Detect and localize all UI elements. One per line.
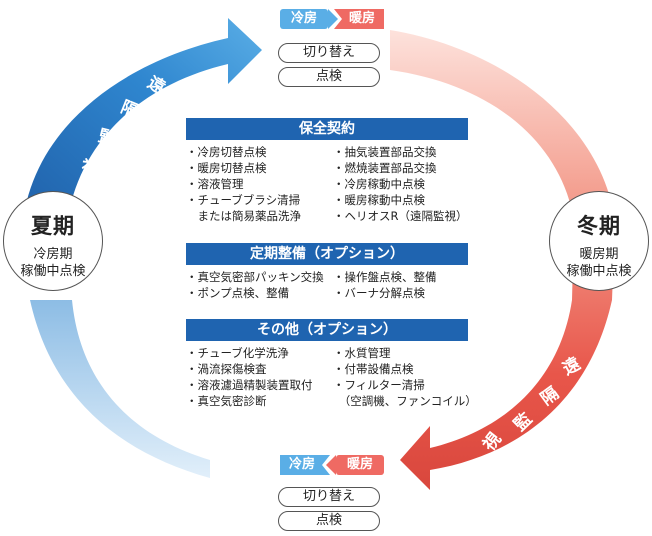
list-item: ・冷房稼動中点検 [333,177,425,191]
list-item: ・溶液管理 [186,177,244,191]
top-inspect-pill: 点検 [278,67,380,87]
list-item: ・燃焼装置部品交換 [333,161,437,175]
right-arc-arrow [390,30,615,490]
bottom-cool-label: 冷房 [288,457,315,472]
other-options-right-list: ・水質管理 ・付帯設備点検 ・フィルター清掃 （空調機、ファンコイル） [333,345,477,409]
list-item: ・暖房切替点検 [186,161,267,175]
list-item: ・渦流探傷検査 [186,362,267,376]
periodic-maintenance-header: 定期整備（オプション） [186,243,468,265]
summer-line1: 冷房期 [33,247,73,262]
bottom-mode-indicator: 冷房 暖房 [280,455,384,475]
top-mode-indicator: 冷房 暖房 [280,9,384,29]
winter-circle: 冬期 暖房期 稼働中点検 [549,191,649,291]
winter-line2: 稼働中点検 [566,264,632,279]
periodic-maintenance-right-list: ・操作盤点検、整備 ・バーナ分解点検 [333,269,468,301]
top-heat-label: 暖房 [348,11,375,26]
list-item: ・ヘリオスR（遠隔監視） [333,209,468,223]
summer-line2: 稼働中点検 [20,264,86,279]
winter-line1: 暖房期 [579,247,619,262]
list-item: ・暖房稼動中点検 [333,193,425,207]
list-item: ・チューブブラシ清掃 [186,193,301,207]
list-item: ・真空気密部パッキン交換 [186,270,324,284]
top-mode-arrow-icon [280,9,384,29]
other-options-left-list: ・チューブ化学洗浄 ・渦流探傷検査 ・溶液濾過精製装置取付 ・真空気密診断 [186,345,333,409]
list-item: ・水質管理 [333,346,391,360]
periodic-maintenance-section: 定期整備（オプション） ・真空気密部パッキン交換 ・ポンプ点検、整備 ・操作盤点… [186,243,468,301]
left-lower-arc [30,300,210,478]
arc-left-char-4: 視 [80,157,100,179]
list-item: ・バーナ分解点検 [333,286,425,300]
list-item: ・抽気装置部品交換 [333,145,437,159]
maintenance-contract-right-list: ・抽気装置部品交換 ・燃焼装置部品交換 ・冷房稼動中点検 ・暖房稼動中点検 ・ヘ… [333,144,468,224]
list-item: ・チューブ化学洗浄 [186,346,289,360]
list-item: ・ポンプ点検、整備 [186,286,290,300]
summer-title: 夏期 [31,214,75,238]
list-item: ・フィルター清掃 [333,378,425,392]
bottom-switch-pill: 切り替え [278,487,380,507]
bottom-heat-label: 暖房 [346,457,373,472]
maintenance-contract-left-list: ・冷房切替点検 ・暖房切替点検 ・溶液管理 ・チューブブラシ清掃 または簡易薬品… [186,144,333,224]
other-options-section: その他（オプション） ・チューブ化学洗浄 ・渦流探傷検査 ・溶液濾過精製装置取付… [186,319,477,409]
list-item: ・真空気密診断 [186,394,267,408]
list-item: ・冷房切替点検 [186,145,267,159]
list-item: ・溶液濾過精製装置取付 [186,378,313,392]
maintenance-contract-header: 保全契約 [186,118,468,140]
bottom-inspect-pill: 点検 [278,511,380,531]
list-item: または簡易薬品洗浄 [186,209,301,223]
summer-circle: 夏期 冷房期 稼働中点検 [3,191,103,291]
list-item: ・操作盤点検、整備 [333,270,437,284]
maintenance-contract-section: 保全契約 ・冷房切替点検 ・暖房切替点検 ・溶液管理 ・チューブブラシ清掃 また… [186,118,468,224]
top-cool-label: 冷房 [290,11,317,26]
list-item: （空調機、ファンコイル） [333,394,477,408]
top-switch-pill: 切り替え [278,43,380,63]
bottom-mode-arrow-icon [280,455,384,475]
winter-title: 冬期 [577,214,621,238]
other-options-header: その他（オプション） [186,319,468,341]
list-item: ・付帯設備点検 [333,362,414,376]
periodic-maintenance-left-list: ・真空気密部パッキン交換 ・ポンプ点検、整備 [186,269,333,301]
